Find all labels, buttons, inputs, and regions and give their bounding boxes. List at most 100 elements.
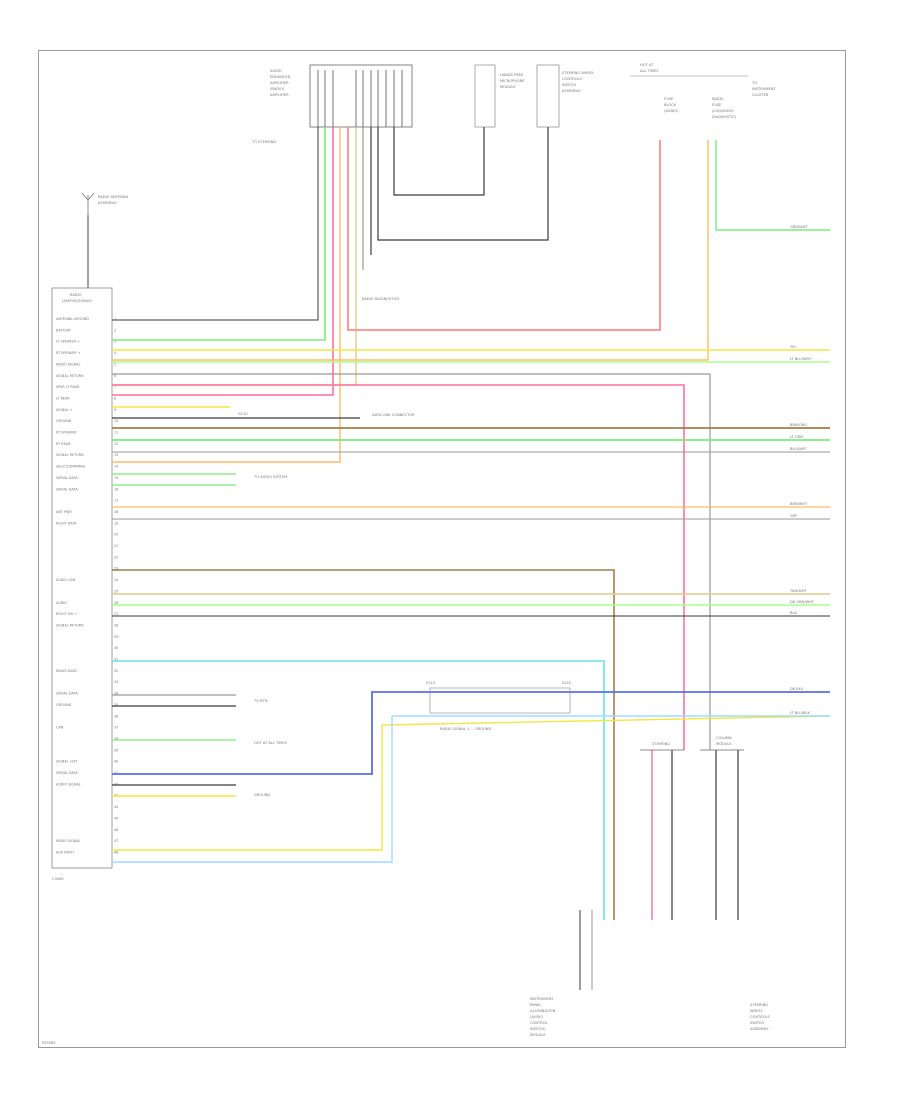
radio-pin-number: 31 <box>114 658 118 662</box>
radio-pin-label: SIGNAL LEFT <box>56 760 79 764</box>
wire-cyan <box>112 660 605 920</box>
radio-pin-number: 28 <box>114 623 118 627</box>
wire-orange-2 <box>112 140 709 361</box>
radio-pin-label: AUX INPUT <box>56 850 75 854</box>
wire-tan <box>112 127 357 386</box>
radio-pin-number: 36 <box>114 714 118 718</box>
data-link-label: DATA LINK CONNECTOR <box>372 413 415 417</box>
radio-pin-number: 9 <box>114 408 116 412</box>
svg-text:FUSE: FUSE <box>664 97 674 101</box>
right-wire-label: LT GRN <box>790 435 803 439</box>
wire-blue <box>112 691 830 775</box>
radio-pin-number: 16 <box>114 487 118 491</box>
radio-pin-number: 40 <box>114 760 118 764</box>
radio-pin-label: LT SPEAKER + <box>56 340 80 344</box>
splice-area: S110 S122 RADIO SIGNAL 1 ... GROUND <box>426 681 571 731</box>
radio-pin-number: 46 <box>114 828 118 832</box>
right-wire-label: DK BLU <box>790 687 804 691</box>
radio-pin-number: 4 <box>114 351 116 355</box>
svg-text:WHEEL: WHEEL <box>750 1009 763 1013</box>
radio-pin-label: AUDIO <box>56 601 67 605</box>
radio-pin-label: BATTERY <box>56 328 72 332</box>
radio-pin-label: SIGNAL RETURN <box>56 453 84 457</box>
wires <box>112 127 831 990</box>
to-btn-label: TO BTN <box>253 699 268 703</box>
page-code: P5556S <box>42 1041 56 1045</box>
svg-text:TO: TO <box>751 81 757 85</box>
radio-pin-number: 25 <box>114 589 118 593</box>
radio-pin-label: AUDIO SIGNAL <box>56 782 81 786</box>
radio-pin-number: 8 <box>114 396 116 400</box>
radio-pin-label: RT REAR <box>56 442 71 446</box>
radio-pin-number: 10 <box>114 419 118 423</box>
svg-text:SWITCH: SWITCH <box>750 1021 764 1025</box>
radio-pin-label: ANT PWR <box>56 510 72 514</box>
radio-pin-number: 47 <box>114 839 118 843</box>
antenna-label: RADIO ANTENNA ASSEMBLY <box>98 195 129 205</box>
wire-yel-4 <box>112 715 831 851</box>
radio-pin-label: GROUND <box>56 419 72 423</box>
radio-pin-number: 7 <box>114 385 116 389</box>
svg-text:BLOCK: BLOCK <box>664 103 677 107</box>
radio-pin-label: RT SPEAKER + <box>56 351 81 355</box>
radio-pin-number: 21 <box>114 544 118 548</box>
radio-pin-label: SERIAL DATA <box>56 692 78 696</box>
radio-diagnostics-label: RADIO DIAGNOSTICS <box>362 297 400 301</box>
bottom-left-label: INSTRUMENT PANEL ILLUMINATION (AUDIO CON… <box>530 997 556 1037</box>
radio-pin-number: 35 <box>114 703 118 707</box>
radio-pin-number: 32 <box>114 669 118 673</box>
hot-note: HOT AT ALL TIMES <box>254 741 288 745</box>
radio-pin-label: SELECT/DIMMING <box>56 465 86 469</box>
svg-text:STEERING WHEEL: STEERING WHEEL <box>562 71 594 75</box>
radio-pin-number: 15 <box>114 476 118 480</box>
svg-text:RADIO: RADIO <box>712 97 724 101</box>
svg-text:S110: S110 <box>426 681 436 685</box>
amp-title: AUDIO <box>270 69 282 73</box>
radio-pin-label: SIGNAL + <box>56 408 73 412</box>
radio-code: C3060 <box>52 877 64 881</box>
radio-pin-number: 44 <box>114 805 118 809</box>
radio-title: RADIO <box>70 293 82 297</box>
svg-text:INSTRUMENT: INSTRUMENT <box>752 87 776 91</box>
to-steering-label: TO STEERING <box>251 140 276 144</box>
radio-pin-number: 1 <box>114 317 116 321</box>
radio-pin-number: 13 <box>114 453 118 457</box>
radio-pin-number: 45 <box>114 816 118 820</box>
svg-text:ASSEMBLY: ASSEMBLY <box>562 89 581 93</box>
radio-subtitle: (AM/FM/CD/NAV) <box>62 299 92 303</box>
wire-red <box>347 127 661 331</box>
svg-text:MODULE: MODULE <box>716 742 732 746</box>
mic-label: HANDS FREE MICROPHONE MODULE <box>500 73 525 89</box>
svg-text:FUSE: FUSE <box>712 103 722 107</box>
radio-pin-label: SIGNAL RETURN <box>56 374 84 378</box>
radio-pin-number: 26 <box>114 601 118 605</box>
radio-pin-number: 5 <box>114 362 116 366</box>
radio-pin-number: 18 <box>114 510 118 514</box>
wire-ltblue <box>112 715 830 863</box>
top-connector-block <box>309 64 413 128</box>
radio-pin-label: SPKR LT REAR <box>56 385 80 389</box>
to-audio-label: TO AUDIO SYSTEM <box>253 475 287 479</box>
diagram-frame <box>38 50 846 1048</box>
right-wire-label: GRY <box>790 514 798 518</box>
wire-grn <box>112 127 326 341</box>
antenna-cable <box>112 127 319 321</box>
radio-pin-label: RADIO DATA <box>56 669 77 673</box>
svg-text:MODULE: MODULE <box>530 1033 546 1037</box>
radio-pin-number: 3 <box>114 340 116 344</box>
radio-pin-label: RIGHT SIG + <box>56 612 78 616</box>
radio-pin-number: 17 <box>114 499 118 503</box>
wire-brown-2 <box>112 569 615 920</box>
bottom-right-label: STEERING WHEEL CONTROLS SWITCH ASSEMBLY <box>750 1003 771 1031</box>
fuse-a-label: FUSE BLOCK (AUDIO) <box>664 97 679 113</box>
radio-pin-number: 20 <box>114 533 118 537</box>
svg-text:HOT AT: HOT AT <box>640 63 654 67</box>
right-wire-label: DK GRN/WHT <box>790 600 815 604</box>
svg-text:ASSEMBLY: ASSEMBLY <box>750 1027 769 1031</box>
svg-text:INSTRUMENT: INSTRUMENT <box>530 997 554 1001</box>
module-right-block: MODULE COLUMN <box>700 736 744 751</box>
radio-pin-number: 2 <box>114 328 116 332</box>
radio-top-label: AUDIO ENHANCED AMPLIFIER (RADIO) AMPLIFI… <box>270 69 291 97</box>
ground-label: G110 <box>238 412 248 416</box>
